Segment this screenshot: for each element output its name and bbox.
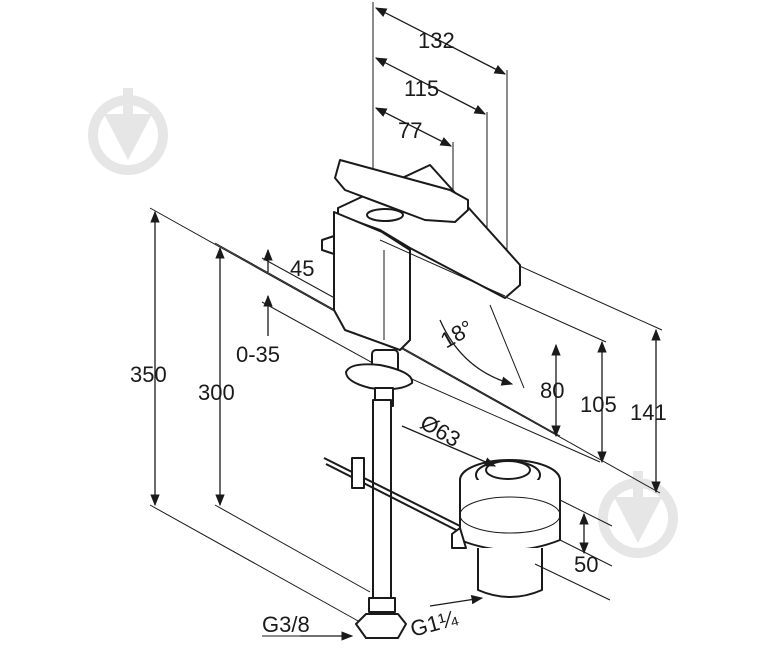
dim-0-35-label: 0-35 — [236, 342, 280, 367]
dim-50-label: 50 — [574, 552, 598, 577]
drain-dimension-lines — [262, 425, 613, 641]
supply-hose — [355, 399, 407, 639]
dim-g3-8-label: G3/8 — [262, 612, 310, 637]
dim-300-label: 300 — [198, 380, 235, 405]
watermark-icon-left — [88, 88, 168, 175]
dim-350-label: 350 — [130, 362, 167, 387]
dim-115-label: 115 — [404, 76, 439, 101]
pop-up-rod — [323, 457, 461, 533]
waste-drain — [451, 459, 561, 598]
dim-80-label: 80 — [540, 378, 564, 403]
dim-105-label: 105 — [580, 392, 617, 417]
dim-77-label: 77 — [398, 118, 422, 143]
mixer-tap — [321, 159, 521, 604]
dim-45-label: 45 — [290, 256, 314, 281]
left-dimension-lines — [149, 207, 661, 623]
dim-132-label: 132 — [418, 28, 455, 53]
dim-diameter-label: Ø63 — [416, 410, 465, 452]
dim-g1-1-4-label: G1¼ — [408, 605, 461, 642]
dim-141-label: 141 — [630, 400, 667, 425]
dim-angle-label: 18° — [436, 315, 477, 353]
watermark-icon-right — [598, 471, 678, 558]
